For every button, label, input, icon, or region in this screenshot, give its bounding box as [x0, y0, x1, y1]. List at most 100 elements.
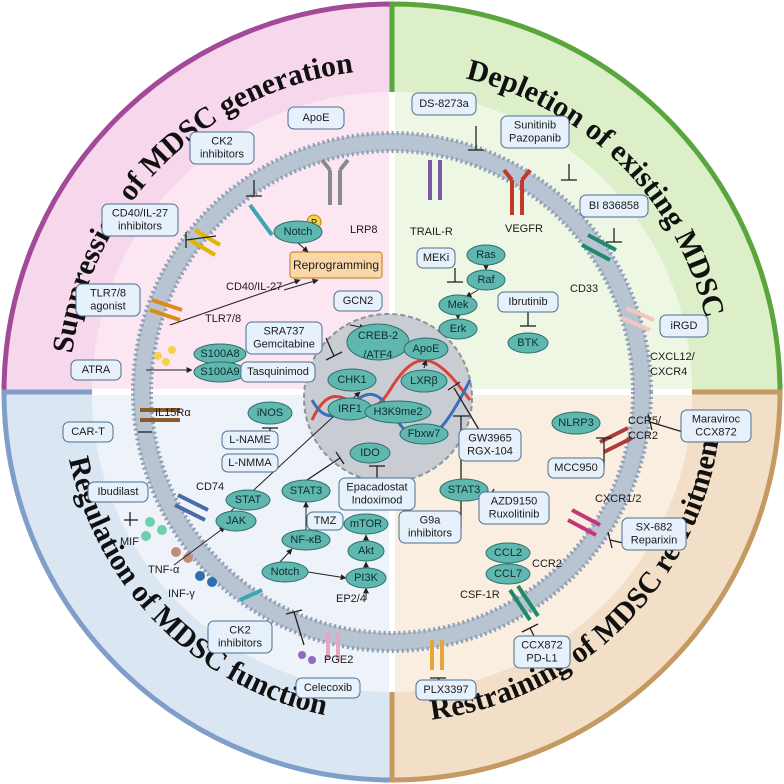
ck2-bot-line: CK2 [229, 624, 250, 636]
stat3-br: STAT3 [439, 478, 489, 502]
nfkb-label: NF-κB [290, 534, 321, 546]
cart-box: CAR-T [62, 421, 114, 443]
label-tlr78: TLR7/8 [205, 313, 241, 325]
label-cd33: CD33 [570, 283, 598, 295]
receptors [140, 158, 655, 670]
sun-box-line: Sunitinib [514, 119, 556, 131]
tasq-box: Tasquinimod [240, 361, 316, 383]
atf4-label: /ATF4 [363, 349, 392, 361]
erk-label: Erk [450, 323, 467, 335]
label-il15: IL15Rα [155, 407, 191, 419]
ras-label: Ras [476, 249, 496, 261]
irf1: IRF1 [327, 397, 373, 421]
sx-box-line: Reparixin [631, 534, 677, 546]
label-cd40il27: CD40/IL-27 [226, 281, 282, 293]
label-vegfr: VEGFR [505, 223, 543, 235]
nlrp3: NLRP3 [551, 411, 601, 435]
s100a8: S100A8 [193, 343, 247, 365]
chk1: CHK1 [327, 368, 377, 392]
notch-top-label: Notch [284, 226, 313, 238]
label-cxcr4: CXCR4 [650, 366, 687, 378]
s100a9: S100A9 [193, 361, 247, 383]
ido: IDO [349, 442, 391, 464]
phosphate-label: P [311, 217, 317, 227]
lnmma-box-line: L-NMMA [228, 457, 272, 469]
stat3-br-label: STAT3 [448, 484, 481, 496]
label-cd74: CD74 [196, 481, 224, 493]
ibud-box-line: Ibudilast [98, 486, 139, 498]
ccl7-label: CCL7 [494, 568, 522, 580]
tlr-box-line: TLR7/8 [90, 287, 126, 299]
notch-top: Notch [273, 220, 323, 244]
mek-label: Mek [448, 299, 469, 311]
sra-box-line: Gemcitabine [253, 338, 315, 350]
g9a-box-line: G9a [420, 514, 442, 526]
stat-l: STAT [225, 489, 271, 511]
label-mif: MIF [120, 536, 139, 548]
creb-label: CREB-2 [358, 330, 398, 342]
ibru-box-line: Ibrutinib [508, 296, 547, 308]
label-ccr2a: CCR2 [628, 430, 658, 442]
irgd-box-line: iRGD [671, 320, 698, 332]
mtor: mTOR [343, 513, 389, 535]
cart-box-line: CAR-T [71, 426, 105, 438]
ck2-top-line: inhibitors [200, 148, 245, 160]
btk: BTK [507, 332, 549, 354]
inos-label: iNOS [257, 407, 283, 419]
label-tnf: TNF-α [148, 564, 180, 576]
gw-box-line: GW3965 [468, 432, 511, 444]
label-ccr5: CCR5/ [628, 415, 662, 427]
apoe-in-label: ApoE [413, 343, 440, 355]
bi-box: BI 836858 [579, 194, 649, 218]
s100a9-label: S100A9 [200, 366, 239, 378]
epa-box-line: Epacadostat [346, 481, 407, 493]
gcn2-box-line: GCN2 [343, 295, 374, 307]
label-cxcr12: CXCR1/2 [595, 493, 641, 505]
label-trailr: TRAIL-R [410, 226, 453, 238]
mcc-box: MCC950 [547, 457, 605, 479]
apoe-box: ApoE [287, 106, 345, 130]
tlr-box-line: agonist [90, 300, 125, 312]
ccl7: CCL7 [485, 563, 531, 585]
azd-box-line: Ruxolitinib [489, 508, 540, 520]
pi3k: PI3K [345, 567, 387, 589]
mek: Mek [438, 294, 478, 316]
ck2-bot-line: inhibitors [218, 637, 263, 649]
lname-box-line: L-NAME [229, 434, 271, 446]
stat-l-label: STAT [235, 494, 262, 506]
ido-label: IDO [360, 447, 380, 459]
mara-box-line: Maraviroc [692, 413, 741, 425]
label-csf1r: CSF-1R [460, 589, 500, 601]
cd40-box-line: inhibitors [118, 220, 163, 232]
sx-box-line: SX-682 [636, 521, 673, 533]
lnmma-box: L-NMMA [221, 453, 279, 473]
ras: Ras [466, 244, 506, 266]
lxrb-label: LXRβ [410, 375, 438, 387]
irf1-label: IRF1 [338, 403, 362, 415]
cele-box-line: Celecoxib [304, 682, 352, 694]
nfkb: NF-κB [281, 529, 331, 551]
tasq-box-line: Tasquinimod [247, 366, 309, 378]
plx-box-line: PLX3397 [423, 684, 468, 696]
nlrp3-label: NLRP3 [558, 417, 593, 429]
tmz-box: TMZ [306, 511, 344, 531]
reprogramming-box [289, 251, 383, 279]
fbxw7: Fbxw7 [399, 423, 449, 445]
gcn2-box: GCN2 [333, 290, 383, 312]
inos: iNOS [247, 401, 293, 425]
ck2-top-line: CK2 [211, 135, 232, 147]
sun-box-line: Pazopanib [509, 132, 561, 144]
apoe-in: ApoE [403, 337, 449, 361]
lxrb: LXRβ [400, 369, 448, 393]
molecules-layer: NotchS100A8S100A9CHK1CREB-2ApoEIRF1LXRβH… [193, 220, 601, 589]
label-inf: INF-γ [168, 588, 195, 600]
